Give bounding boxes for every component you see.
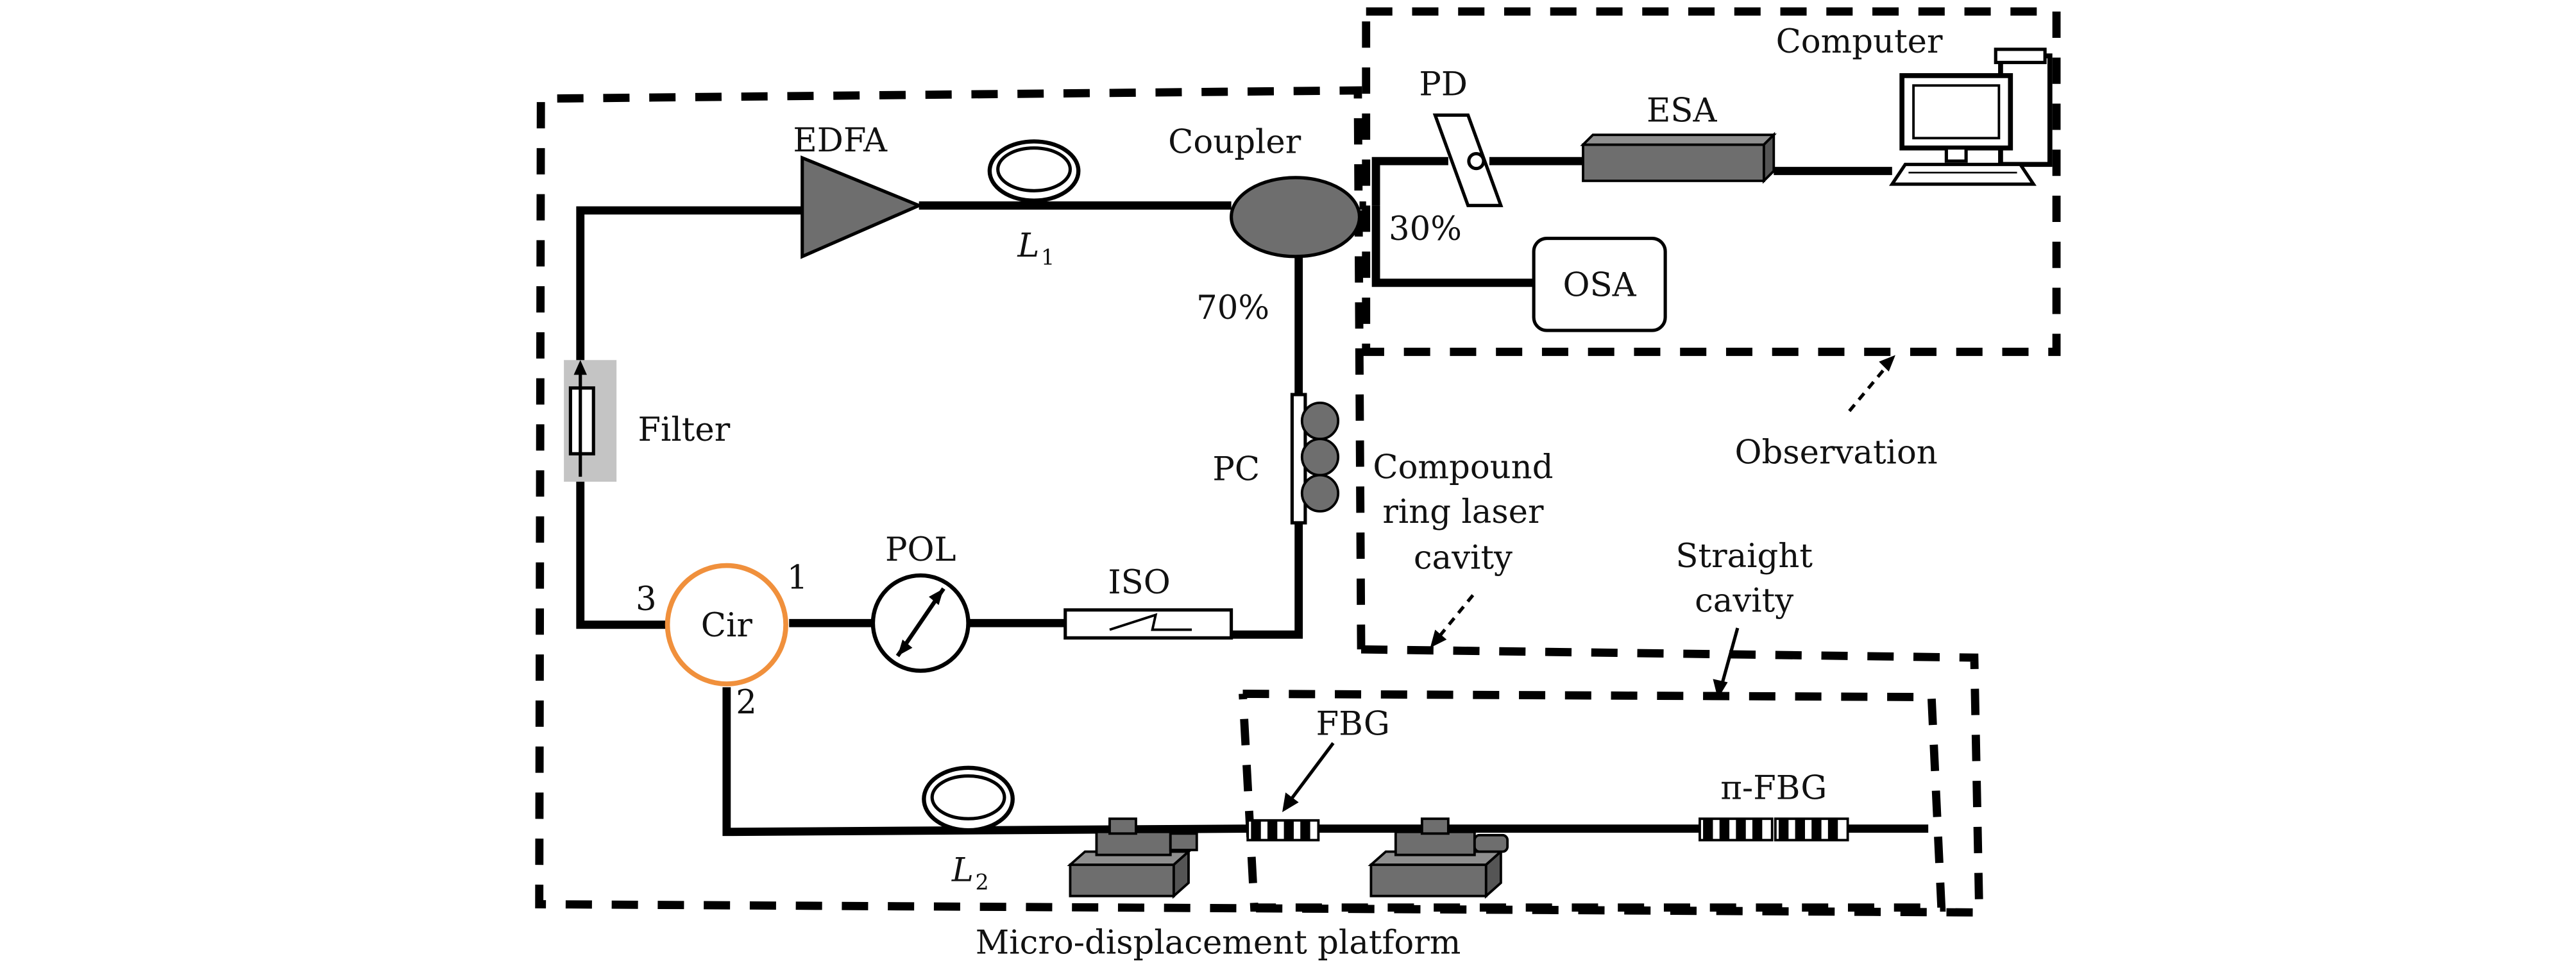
compound-cavity-arrow [1430,594,1475,648]
computer-label: Computer [1776,22,1943,61]
observation-arrow [1848,355,1895,413]
iso-label: ISO [1108,563,1170,602]
coupler-label: Coupler [1168,123,1301,161]
fbg-label: FBG [1316,705,1390,744]
coupler [1230,176,1362,259]
compound-label-line1: Compound [1373,448,1553,487]
osa-label: OSA [1563,266,1637,304]
circulator [665,563,788,686]
filter-component [564,360,617,482]
port-2-label: 2 [736,683,757,722]
straight-cavity-arrow [1713,627,1740,699]
fiber-coil-l1 [987,139,1081,203]
edfa-label: EDFA [793,121,888,160]
ratio-70-label: 70% [1196,289,1269,327]
straight-label-line1: Straight [1675,537,1813,575]
pd-label: PD [1419,65,1468,104]
pol-label: POL [885,531,956,569]
pi-fbg-label: π-FBG [1720,769,1827,807]
polarization-controller [1290,393,1340,525]
filter-label: Filter [638,411,730,449]
straight-label-line2: cavity [1695,581,1793,620]
fbg-arrow [1282,742,1335,812]
edfa-amplifier [801,155,924,259]
computer-icon [1889,47,2053,186]
port-1-label: 1 [787,558,808,597]
pc-label: PC [1212,450,1260,488]
fiber-coil-l2 [922,765,1015,833]
compound-label-line2: ring laser [1382,493,1544,531]
isolator [1063,608,1233,640]
translation-stage-2 [1368,817,1509,899]
polarizer [870,573,970,673]
circulator-label: Cir [701,606,753,645]
osa-box [1532,237,1667,332]
esa-label: ESA [1647,92,1718,130]
fiber-paths [576,157,1929,837]
fbg-grating [1246,819,1320,842]
port-3-label: 3 [636,580,657,618]
pi-fbg-grating [1699,817,1849,842]
photodetector [1432,113,1504,207]
platform-label: Micro-displacement platform [976,923,1461,962]
translation-stage-1 [1067,817,1198,899]
compound-label-line3: cavity [1414,539,1513,577]
observation-box [1362,7,2061,356]
observation-label: Observation [1735,434,1938,472]
ratio-30-label: 30% [1389,210,1462,248]
esa-instrument [1580,132,1777,184]
compound-cavity-boundary [535,86,1984,917]
